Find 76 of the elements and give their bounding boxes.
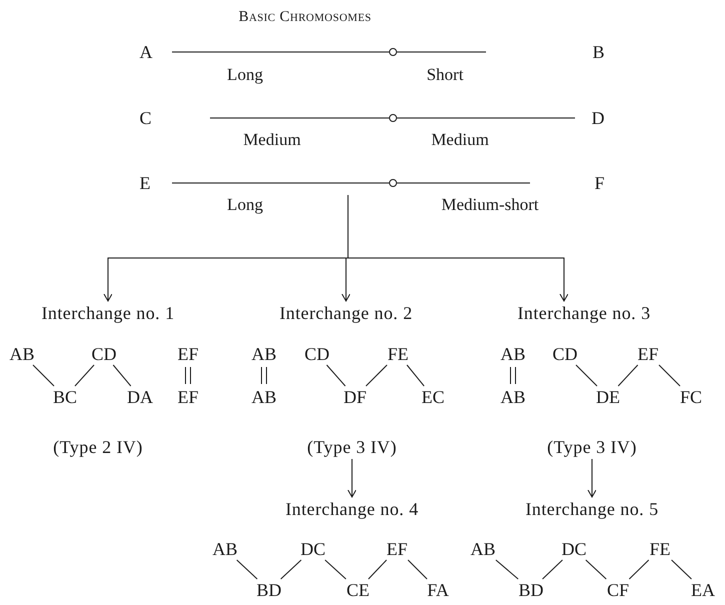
chromosome-pair-label: EF <box>380 538 414 560</box>
chromosome-end-label: B <box>592 41 604 64</box>
connector-line <box>261 366 267 384</box>
chromosome-pair-label: BC <box>48 386 82 408</box>
connector-line <box>326 364 346 386</box>
connector-line <box>495 560 519 580</box>
arm-length-label: Medium <box>431 129 489 151</box>
connector-line <box>324 560 346 580</box>
chromosome-pair-label: EF <box>631 343 665 365</box>
arrow <box>588 458 596 498</box>
stage-label: (Type 3 IV) <box>532 435 652 459</box>
chromosome-pair-label: FE <box>643 538 677 560</box>
arm-length-label: Medium-short <box>441 194 539 216</box>
connector-line <box>406 364 425 386</box>
connector-line <box>618 364 638 386</box>
connector-line <box>585 560 607 580</box>
connector-line <box>236 560 258 580</box>
chromosome-pair-label: FC <box>674 386 708 408</box>
stage-label: Interchange no. 3 <box>499 301 669 325</box>
chromosome-pair-label: DC <box>557 538 591 560</box>
chromosome-end-label: A <box>140 41 152 64</box>
connector-line <box>658 364 680 386</box>
chromosome-pair-label: EC <box>416 386 450 408</box>
stage-label: Interchange no. 5 <box>507 497 677 521</box>
chromosome-pair-label: AB <box>496 386 530 408</box>
chromosome-pair-label: AB <box>5 343 39 365</box>
chromosome-pair-label: FE <box>381 343 415 365</box>
connector-line <box>542 560 563 580</box>
connector-line <box>32 364 54 386</box>
connector-line <box>671 560 692 580</box>
stage-label: Interchange no. 4 <box>267 497 437 521</box>
chromosome-pair-label: AB <box>466 538 500 560</box>
arrow <box>348 194 568 302</box>
arrow <box>348 458 356 498</box>
chromosome-pair-label: BD <box>514 579 548 601</box>
connector-line <box>280 560 302 580</box>
chromosome-pair-label: CD <box>300 343 334 365</box>
chromosome-pair-label: DA <box>123 386 157 408</box>
chromosome-pair-label: AB <box>247 386 281 408</box>
connector-line <box>576 364 598 386</box>
arm-length-label: Medium <box>243 129 301 151</box>
stage-label: (Type 3 IV) <box>292 435 412 459</box>
chromosome-end-label: D <box>592 107 604 130</box>
connector-line <box>368 560 388 580</box>
arm-length-label: Long <box>227 194 263 216</box>
connector-line <box>112 364 132 386</box>
chromosome-end-label: F <box>594 172 604 195</box>
title: Basic Chromosomes <box>238 8 372 27</box>
chromosome-pair-label: CD <box>548 343 582 365</box>
chromosome-pair-label: AB <box>247 343 281 365</box>
stage-label: Interchange no. 1 <box>23 301 193 325</box>
chromosome-pair-label: DC <box>296 538 330 560</box>
stage-label: (Type 2 IV) <box>38 435 158 459</box>
connector-line <box>510 366 516 384</box>
connector-line <box>74 364 95 386</box>
chromosome-pair-label: BD <box>252 579 286 601</box>
chromosome-pair-label: DE <box>591 386 625 408</box>
chromosome-pair-label: CE <box>341 579 375 601</box>
chromosome-end-label: C <box>140 107 152 130</box>
chromosome-pair-label: FA <box>421 579 455 601</box>
stage-label: Interchange no. 2 <box>261 301 431 325</box>
chromosome-pair-label: AB <box>496 343 530 365</box>
connector-line <box>366 364 388 386</box>
arm-length-label: Short <box>426 64 464 86</box>
connector-line <box>185 366 191 384</box>
connector-line <box>408 560 428 580</box>
connector-line <box>628 560 650 580</box>
chromosome-pair-label: CD <box>87 343 121 365</box>
chromosome-pair-label: CF <box>601 579 635 601</box>
chromosome-end-label: E <box>140 172 150 195</box>
arm-length-label: Long <box>227 64 263 86</box>
chromosome-pair-label: AB <box>208 538 242 560</box>
chromosome-pair-label: EF <box>171 386 205 408</box>
chromosome-pair-label: EF <box>171 343 205 365</box>
chromosome-pair-label: DF <box>338 386 372 408</box>
chromosome-pair-label: EA <box>686 579 720 601</box>
